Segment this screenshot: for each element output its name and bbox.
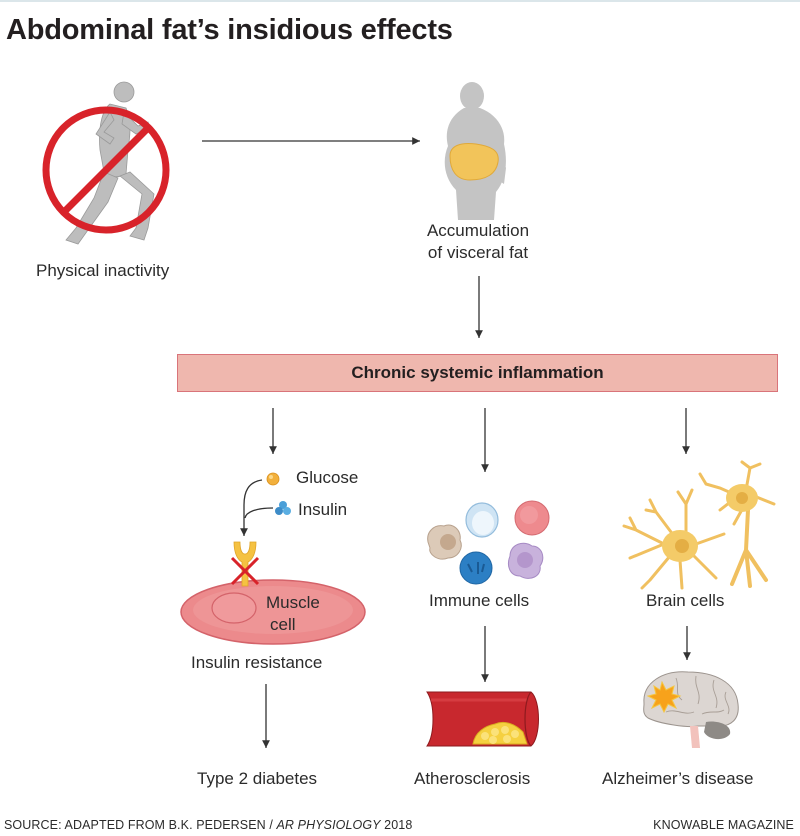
visceral-fat-blob [449, 143, 499, 181]
label-physical-inactivity: Physical inactivity [36, 261, 170, 280]
source-credit: SOURCE: ADAPTED FROM B.K. PEDERSEN / AR … [4, 818, 412, 832]
label-visceral-fat-line1: Accumulation [426, 221, 530, 240]
source-prefix: SOURCE: ADAPTED FROM B.K. PEDERSEN / [4, 818, 277, 832]
label-immune-cells: Immune cells [429, 591, 530, 610]
label-alzheimers: Alzheimer’s disease [602, 769, 754, 788]
label-insulin-resistance: Insulin resistance [191, 653, 323, 672]
obese-body-icon [444, 82, 506, 220]
insulin-link-line [244, 507, 274, 519]
label-visceral-fat: Accumulation of visceral fat [412, 220, 544, 264]
muscle-cell-icon [180, 579, 366, 645]
runner-prohibited-icon [42, 81, 170, 245]
inflammation-banner: Chronic systemic inflammation [177, 354, 778, 392]
top-rule [0, 0, 800, 2]
insulin-molecule-icon [275, 501, 291, 515]
label-type2-diabetes: Type 2 diabetes [197, 769, 318, 788]
publisher-credit: KNOWABLE MAGAZINE [653, 818, 794, 832]
label-muscle-cell: Muscle cell [266, 592, 320, 636]
label-inflammation: Chronic systemic inflammation [351, 363, 604, 382]
label-insulin: Insulin [298, 500, 348, 519]
artery-plaque-icon [426, 691, 539, 747]
page-title: Abdominal fat’s insidious effects [6, 14, 453, 46]
immune-cell-macrophage [427, 524, 462, 560]
label-visceral-fat-line2: of visceral fat [427, 243, 529, 262]
label-glucose: Glucose [296, 468, 359, 487]
glucose-molecule-icon [266, 472, 280, 486]
source-journal: AR PHYSIOLOGY [276, 818, 381, 832]
immune-cell-red [514, 500, 550, 536]
immune-cell-lymphocyte [465, 502, 499, 538]
neurons-icon [622, 460, 776, 590]
label-muscle-cell-line1: Muscle [266, 593, 320, 612]
insulin-receptor-blocked-icon [230, 541, 260, 587]
label-atherosclerosis: Atherosclerosis [414, 769, 531, 788]
immune-cell-blue [459, 551, 493, 585]
immune-cell-purple [507, 542, 544, 579]
source-year: 2018 [380, 818, 413, 832]
immune-cells-icon [427, 500, 550, 585]
arrow-insulin-to-receptor [240, 479, 263, 536]
brain-lesion-star [646, 680, 682, 714]
label-brain-cells: Brain cells [646, 591, 725, 610]
brain-icon [643, 671, 739, 748]
label-muscle-cell-line2: cell [270, 615, 296, 634]
